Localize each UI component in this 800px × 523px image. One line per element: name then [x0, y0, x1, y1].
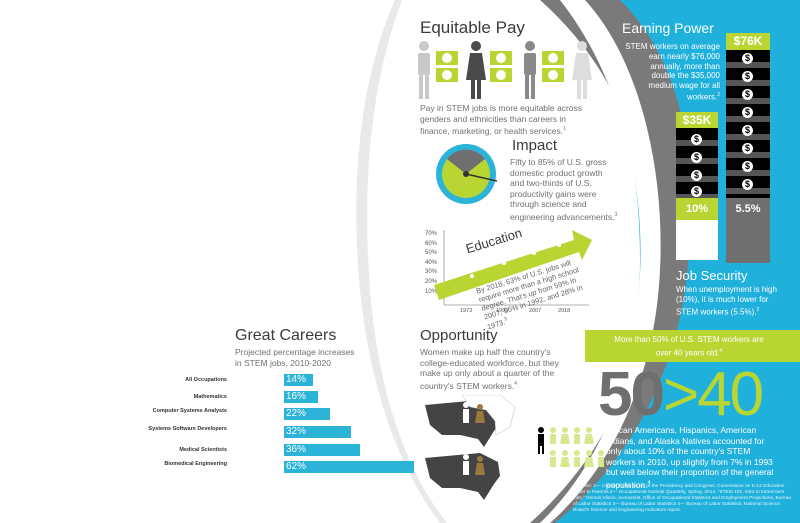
dollar-icon: $: [742, 125, 753, 136]
dollar-icon: $: [742, 71, 753, 82]
job-security-text: When unemployment is high (10%), it is m…: [676, 285, 777, 317]
career-bar-label: Computer Systems Analysts: [152, 408, 227, 414]
opportunity-text: Women make up half the country's college…: [420, 347, 559, 391]
career-bar-label: Biomedical Engineering: [164, 461, 227, 467]
career-bar: 32%: [284, 426, 351, 438]
career-bar-label: All Occupations: [185, 377, 227, 383]
earning-power-text: STEM workers on average earn nearly $76,…: [625, 42, 720, 102]
dollar-icon: $: [742, 161, 753, 172]
unemployment-rate-stem: 5.5%: [735, 203, 761, 215]
career-bar-label: Medical Scientists: [179, 447, 227, 453]
sources-text: Sources: 1— Center for the Study of the …: [573, 484, 792, 513]
education-x-tick-1992: 1992: [496, 308, 509, 314]
career-bar-label: Mathematics: [193, 394, 227, 400]
impact-text: Fifty to 85% of U.S. gross domestic prod…: [510, 157, 618, 222]
job-security-title: Job Security: [676, 268, 748, 283]
impact-pie-chart: [436, 144, 497, 204]
career-bar: 22%: [284, 408, 330, 420]
dollar-icon: $: [742, 53, 753, 64]
dollar-icon: $: [691, 134, 702, 145]
education-y-ticks: 70% 60% 50% 40% 30% 20% 10%: [424, 231, 437, 295]
earning-bar-76k: $76K $ $ $ $ $ $ $ $ 5.5%: [726, 33, 770, 263]
career-bar: 16%: [284, 391, 318, 403]
age-big-number: 50>40: [598, 360, 764, 429]
great-careers-title: Great Careers: [235, 327, 337, 344]
dollar-icon: $: [742, 89, 753, 100]
equitable-pay-text: Pay in STEM jobs is more equitable acros…: [420, 103, 583, 136]
career-bar-label: Systems Software Developers: [148, 426, 227, 432]
pay-people-illustration: [418, 41, 592, 99]
great-careers-subtitle: Projected percentage increases in STEM j…: [235, 347, 355, 368]
dollar-icon: $: [691, 186, 702, 197]
career-bar: 62%: [284, 461, 414, 473]
education-x-tick-2007: 2007: [529, 308, 542, 314]
opportunity-title: Opportunity: [420, 327, 498, 344]
dollar-icon: $: [742, 107, 753, 118]
dollar-icon: $: [742, 179, 753, 190]
education-chart: 70% 60% 50% 40% 30% 20% 10% Education By…: [412, 225, 592, 331]
minority-people-illustration: [538, 427, 604, 467]
education-arrow: [434, 230, 592, 306]
earning-power-title: Earning Power: [622, 20, 714, 36]
education-x-tick-2018: 2018: [558, 308, 571, 314]
age-banner: More than 50% of U.S. STEM workers are o…: [585, 330, 800, 362]
career-bar: 14%: [284, 374, 313, 386]
unemployment-rate-all: 10%: [676, 198, 718, 220]
us-maps-illustration: [425, 395, 516, 500]
dollar-icon: $: [742, 143, 753, 154]
minorities-text: African Americans, Hispanics, American I…: [606, 425, 774, 490]
dollar-icon: $: [691, 170, 702, 181]
career-bar: 36%: [284, 444, 360, 456]
equitable-pay-title: Equitable Pay: [420, 18, 525, 37]
earning-bar-35k: $35K $ $ $ $ 10%: [676, 112, 718, 260]
age-text: More than 50% of U.S. STEM workers are o…: [614, 335, 764, 358]
education-x-tick-1973: 1973: [460, 308, 473, 314]
dollar-icon: $: [691, 152, 702, 163]
impact-title: Impact: [512, 137, 558, 154]
